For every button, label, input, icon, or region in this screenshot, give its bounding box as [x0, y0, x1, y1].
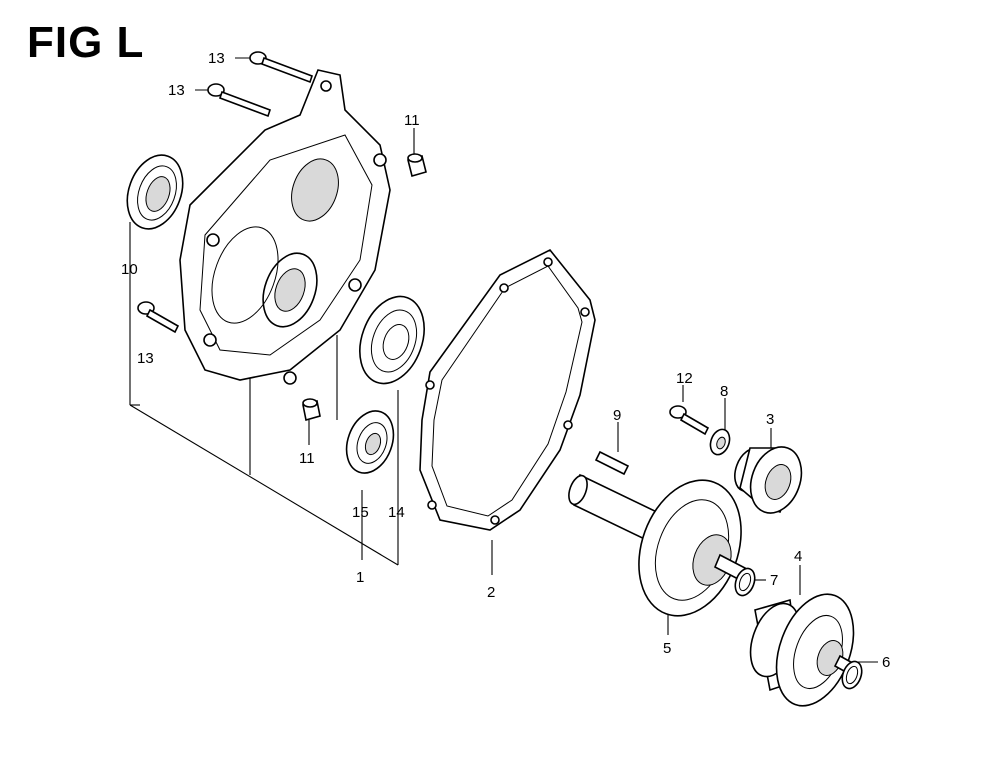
key-part-9 [594, 450, 630, 476]
shaft-gear-part-5 [568, 473, 747, 617]
callout-11-lower: 11 [299, 450, 315, 467]
dowel-pin-part-11-lower [302, 398, 321, 422]
callout-15: 15 [352, 504, 369, 521]
figure-title: FIG L [27, 18, 145, 67]
gear-part-3 [734, 446, 803, 514]
gasket-part-2 [419, 248, 596, 531]
callout-2: 2 [487, 584, 495, 601]
callout-13-top: 13 [208, 50, 225, 67]
leader-lines [129, 57, 878, 663]
callout-5: 5 [663, 640, 671, 657]
ball-bearing-part-15 [345, 410, 395, 474]
gear-part-4 [749, 593, 860, 707]
callout-8: 8 [720, 383, 728, 400]
callout-9: 9 [613, 407, 621, 424]
oil-seal-part-10 [126, 154, 184, 230]
callout-10: 10 [121, 261, 138, 278]
bolt-part-12 [669, 405, 710, 436]
callout-11-upper: 11 [404, 112, 420, 129]
dowel-pin-part-11-upper [407, 153, 427, 177]
washer-part-8 [709, 428, 731, 456]
gear-case-cover-part-1 [179, 69, 391, 385]
callout-12: 12 [676, 370, 693, 387]
ball-bearing-part-14 [359, 295, 425, 385]
bolt-part-13-middle [207, 83, 272, 118]
callout-7: 7 [770, 572, 778, 589]
circlip-part-6 [841, 660, 863, 690]
callout-3: 3 [766, 411, 774, 428]
callout-6: 6 [882, 654, 890, 671]
callout-13-middle: 13 [168, 82, 185, 99]
callout-13-left: 13 [137, 350, 154, 367]
callout-1: 1 [356, 569, 364, 586]
callout-labels: 13 13 11 10 13 11 15 14 1 2 9 12 8 3 4 7… [121, 50, 890, 671]
callout-4: 4 [794, 548, 802, 565]
bolt-part-13-top [249, 51, 314, 84]
circlip-part-7 [734, 567, 756, 597]
bolt-part-13-left [137, 301, 180, 334]
callout-14: 14 [388, 504, 405, 521]
